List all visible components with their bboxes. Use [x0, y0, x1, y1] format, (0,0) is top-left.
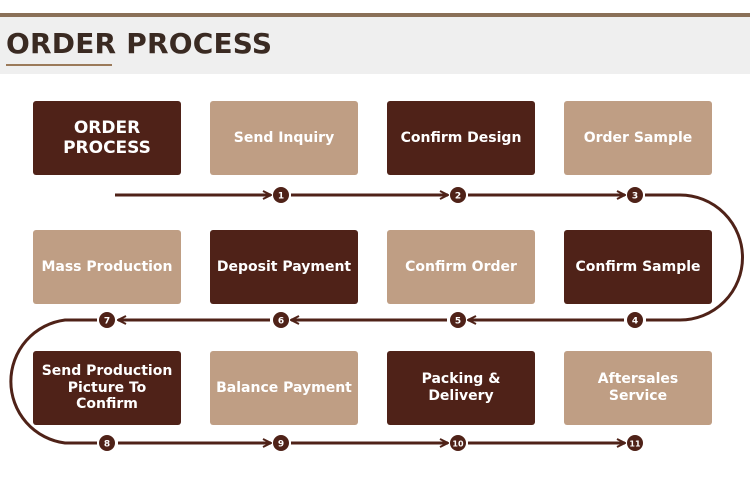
step-marker-2: 2 — [450, 187, 466, 203]
title-underline — [6, 64, 112, 66]
page-title: ORDER PROCESS — [6, 27, 273, 60]
svg-text:10: 10 — [452, 440, 464, 449]
step-send-inquiry: Send Inquiry — [210, 101, 358, 175]
step-confirm-sample: Confirm Sample — [564, 230, 712, 304]
step-order-sample: Order Sample — [564, 101, 712, 175]
svg-text:4: 4 — [632, 317, 638, 327]
svg-text:5: 5 — [455, 317, 461, 327]
svg-text:2: 2 — [455, 192, 461, 202]
step-order-process: ORDER PROCESS — [33, 101, 181, 175]
step-balance-payment: Balance Payment — [210, 351, 358, 425]
top-rule — [0, 13, 750, 17]
step-marker-8: 8 — [99, 435, 115, 451]
svg-text:11: 11 — [629, 440, 641, 449]
svg-text:9: 9 — [278, 440, 284, 450]
flow-curve-left — [9, 318, 97, 445]
step-send-production-picture: Send Production Picture To Confirm — [33, 351, 181, 425]
step-aftersales-service: Aftersales Service — [564, 351, 712, 425]
step-marker-7: 7 — [99, 312, 115, 328]
flow-curve-right — [645, 193, 744, 322]
svg-text:8: 8 — [104, 440, 110, 450]
svg-text:6: 6 — [278, 317, 284, 327]
step-confirm-order: Confirm Order — [387, 230, 535, 304]
header-band — [0, 17, 750, 74]
step-deposit-payment: Deposit Payment — [210, 230, 358, 304]
step-marker-5: 5 — [450, 312, 466, 328]
step-packing-delivery: Packing & Delivery — [387, 351, 535, 425]
step-marker-6: 6 — [273, 312, 289, 328]
svg-text:7: 7 — [104, 317, 110, 327]
step-marker-10: 10 — [450, 435, 466, 451]
step-marker-4: 4 — [627, 312, 643, 328]
step-confirm-design: Confirm Design — [387, 101, 535, 175]
svg-text:3: 3 — [632, 192, 638, 202]
step-marker-3: 3 — [627, 187, 643, 203]
svg-text:1: 1 — [278, 192, 284, 202]
step-marker-1: 1 — [273, 187, 289, 203]
step-mass-production: Mass Production — [33, 230, 181, 304]
step-marker-9: 9 — [273, 435, 289, 451]
step-marker-11: 11 — [627, 435, 643, 451]
